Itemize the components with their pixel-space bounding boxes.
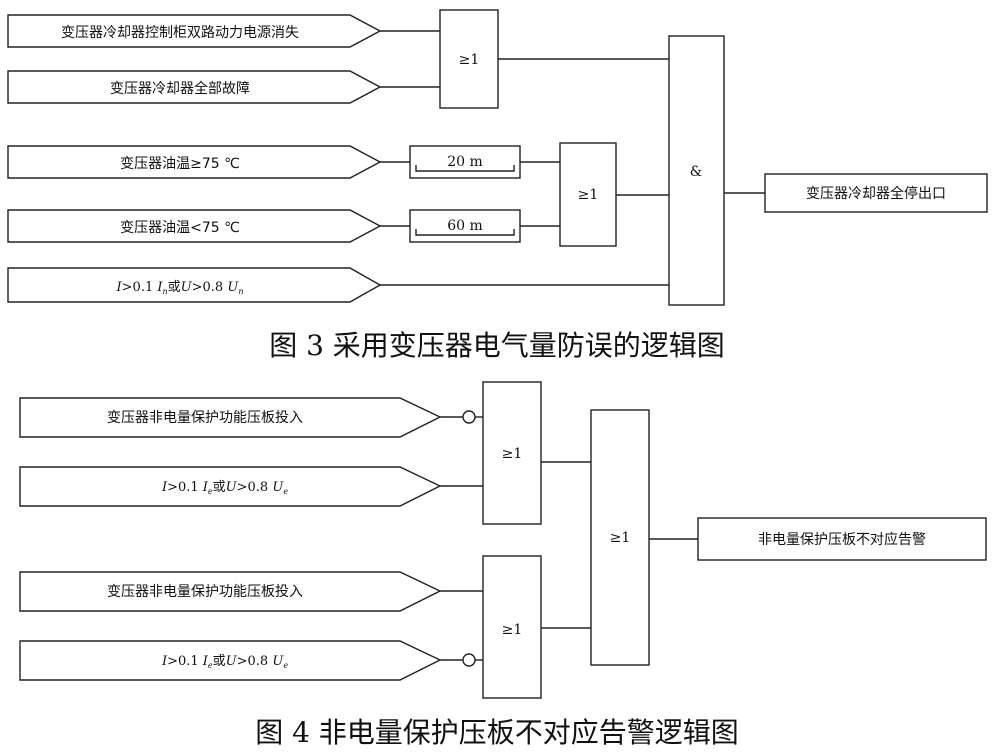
fig4-or-gate-3-label: ≥1 bbox=[610, 530, 631, 546]
fig3-or-gate-1: ≥1 bbox=[439, 9, 499, 109]
fig4-output-label: 非电量保护压板不对应告警 bbox=[758, 531, 926, 548]
fig4-or-gate-2-label: ≥1 bbox=[502, 622, 523, 638]
fig3-input-cooler-fault: 变压器冷却器全部故障 bbox=[7, 70, 382, 104]
fig3-input-cooler-fault-label: 变压器冷却器全部故障 bbox=[110, 80, 250, 97]
fig4-or-gate-2: ≥1 bbox=[482, 555, 542, 699]
fig4-output: 非电量保护压板不对应告警 bbox=[697, 517, 987, 561]
fig4-input-current-voltage-2: I>0.1 Ie或U>0.8 Ue bbox=[19, 640, 442, 681]
fig3-timer-60m: 60 m bbox=[409, 209, 521, 243]
fig3-or-gate-2-label: ≥1 bbox=[578, 187, 599, 203]
fig3-timer-20m-label: 20 m bbox=[447, 154, 483, 170]
fig3-and-gate: & bbox=[668, 35, 725, 306]
fig3-output-label: 变压器冷却器全停出口 bbox=[806, 185, 946, 202]
fig3-input-current-voltage-label: I>0.1 In或U>0.8 Un bbox=[116, 280, 244, 296]
fig3-input-oil-high-label: 变压器油温≥75 ℃ bbox=[120, 156, 240, 172]
fig4-negation-circle bbox=[462, 653, 476, 667]
fig3-caption: 图 3 采用变压器电气量防误的逻辑图 bbox=[269, 329, 725, 362]
fig4-or-gate-1: ≥1 bbox=[482, 381, 542, 525]
fig3-input-oil-low: 变压器油温<75 ℃ bbox=[7, 209, 382, 243]
fig4-or-gate-1-label: ≥1 bbox=[502, 446, 523, 462]
figure-4: 变压器非电量保护功能压板投入 I>0.1 Ie或U>0.8 Ue ≥1 变压器非… bbox=[19, 381, 987, 749]
fig4-or-gate-3: ≥1 bbox=[590, 409, 650, 666]
fig3-timer-20m: 20 m bbox=[409, 145, 521, 179]
fig3-or-gate-1-label: ≥1 bbox=[459, 52, 480, 68]
fig3-input-power-loss-label: 变压器冷却器控制柜双路动力电源消失 bbox=[61, 25, 299, 41]
fig3-timer-60m-label: 60 m bbox=[447, 218, 483, 234]
fig4-input-current-voltage-1-label: I>0.1 Ie或U>0.8 Ue bbox=[161, 480, 288, 496]
fig3-input-current-voltage: I>0.1 In或U>0.8 Un bbox=[7, 267, 382, 303]
fig4-input-current-voltage-1: I>0.1 Ie或U>0.8 Ue bbox=[19, 466, 442, 507]
fig4-caption: 图 4 非电量保护压板不对应告警逻辑图 bbox=[255, 716, 739, 749]
fig4-input-plate-1-label: 变压器非电量保护功能压板投入 bbox=[107, 410, 303, 426]
fig3-input-oil-low-label: 变压器油温<75 ℃ bbox=[120, 220, 240, 236]
fig3-and-gate-label: & bbox=[690, 164, 702, 180]
fig3-output: 变压器冷却器全停出口 bbox=[764, 173, 988, 213]
fig3-input-oil-high: 变压器油温≥75 ℃ bbox=[7, 145, 382, 179]
fig4-input-plate-2: 变压器非电量保护功能压板投入 bbox=[19, 571, 442, 612]
fig4-input-current-voltage-2-label: I>0.1 Ie或U>0.8 Ue bbox=[161, 654, 288, 670]
fig4-input-plate-1: 变压器非电量保护功能压板投入 bbox=[19, 397, 442, 438]
fig3-input-power-loss: 变压器冷却器控制柜双路动力电源消失 bbox=[7, 14, 382, 48]
fig4-negation-circle bbox=[462, 410, 476, 424]
fig4-input-plate-2-label: 变压器非电量保护功能压板投入 bbox=[107, 584, 303, 600]
figure-3: 变压器冷却器控制柜双路动力电源消失 变压器冷却器全部故障 ≥1 变压器油温≥75… bbox=[7, 9, 988, 362]
fig3-or-gate-2: ≥1 bbox=[559, 142, 617, 247]
